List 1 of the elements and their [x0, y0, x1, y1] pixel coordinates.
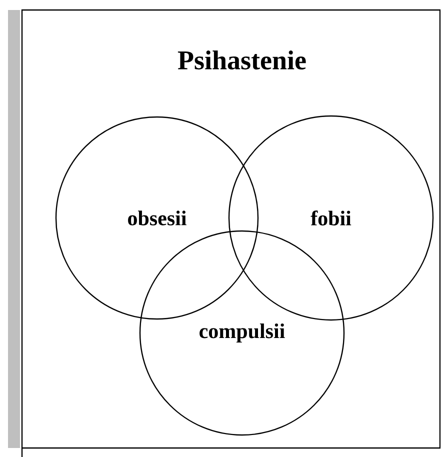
title: Psihastenie	[178, 50, 306, 70]
